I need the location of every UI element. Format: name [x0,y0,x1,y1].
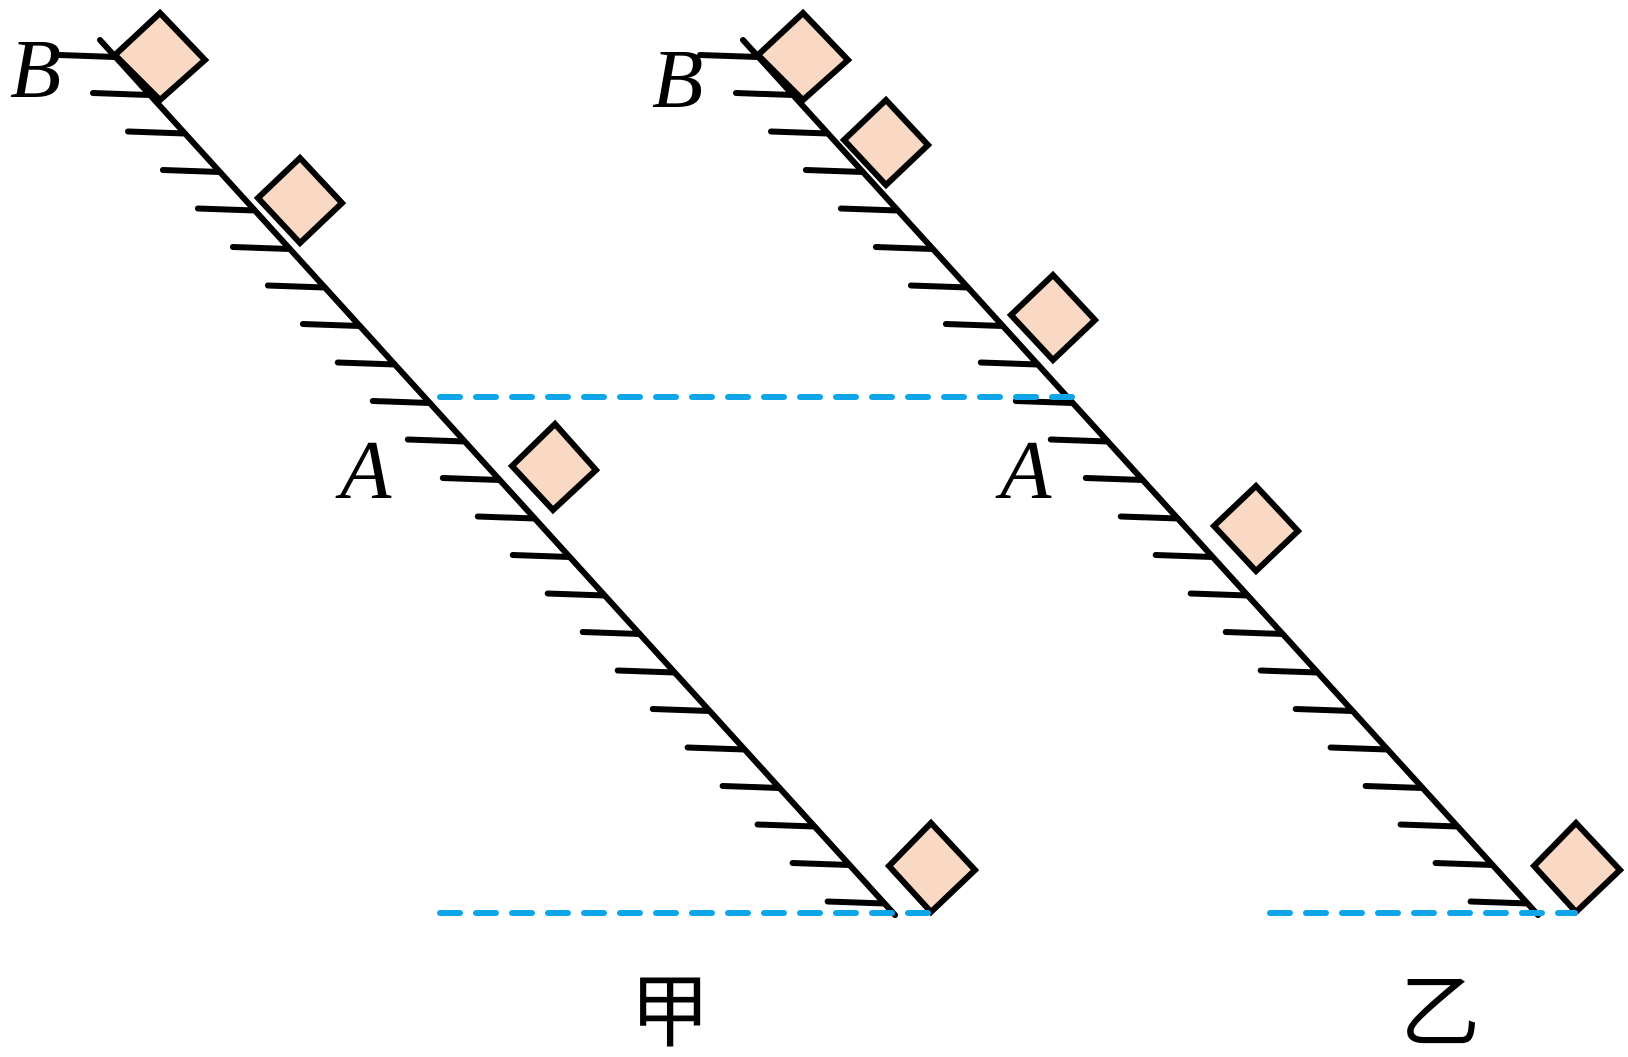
hatch-mark-yi [1117,513,1181,522]
hatch-mark-jia [789,860,853,868]
hatch-mark-jia [719,783,783,791]
hatch-mark-yi [1257,667,1321,676]
hatch-marks-yi [733,90,1531,907]
hatch-mark-yi [837,205,901,214]
hatch-mark-yi [1012,398,1076,406]
hatch-mark-yi [1292,706,1356,714]
hatch-mark-jia [264,282,328,291]
hatch-mark-yi [907,282,971,291]
hatch-mark-jia [754,821,818,830]
hatch-mark-yi [1187,590,1251,599]
hatch-mark-jia [649,706,713,714]
block-bottom-yi [1529,818,1625,917]
hatch-mark-jia [299,321,363,329]
hatch-mark-yi [1327,744,1391,753]
caption-jia: 甲 [630,966,710,1057]
hatch-mark-jia [334,359,398,368]
hatch-mark-jia [509,552,573,560]
block-upper-jia [253,153,347,248]
hatch-mark-jia [614,667,678,676]
pointer-b-jia [57,52,118,60]
hatch-mark-yi [942,321,1006,329]
hatch-mark-jia [369,398,433,406]
hatch-mark-yi [1397,821,1461,830]
hatch-mark-yi [1222,629,1286,637]
hatch-mark-yi [1047,436,1111,445]
hatch-mark-yi [802,167,866,175]
hatch-marks-jia [90,90,888,907]
hatch-mark-jia [684,744,748,753]
block-at-b-yi [753,8,853,105]
panel-jia: B A 甲 [10,8,980,1057]
hatch-mark-jia [544,590,608,599]
hatch-mark-yi [1467,898,1531,907]
hatch-mark-yi [1082,475,1146,483]
hatch-mark-yi [1152,552,1216,560]
block-third-yi [1006,270,1100,365]
pointer-b-yi [697,52,761,60]
hatch-mark-jia [474,513,538,522]
panel-yi: B A 乙 [652,8,1625,1057]
label-b-jia: B [10,23,61,116]
hatch-mark-jia [90,90,153,98]
hatch-mark-jia [159,167,223,175]
hatch-mark-jia [229,244,293,252]
caption-yi: 乙 [1400,966,1480,1057]
hatch-mark-jia [125,128,188,137]
block-bottom-jia [884,818,980,917]
label-a-jia: A [335,424,392,517]
label-b-yi: B [652,33,703,126]
hatch-mark-yi [733,90,796,98]
hatch-mark-yi [977,359,1041,368]
hatch-mark-jia [579,629,643,637]
block-at-a-jia [507,419,601,515]
hatch-mark-jia [194,205,258,214]
hatch-mark-jia [439,475,503,483]
hatch-mark-yi [872,244,936,252]
block-second-yi [839,95,933,190]
hatch-mark-yi [1432,860,1496,868]
hatch-mark-jia [824,898,888,907]
label-a-yi: A [995,424,1052,517]
hatch-mark-yi [768,128,831,137]
block-below-a-yi [1209,481,1303,576]
block-at-b-jia [110,8,210,105]
hatch-mark-yi [1362,783,1426,791]
hatch-mark-jia [404,436,468,445]
